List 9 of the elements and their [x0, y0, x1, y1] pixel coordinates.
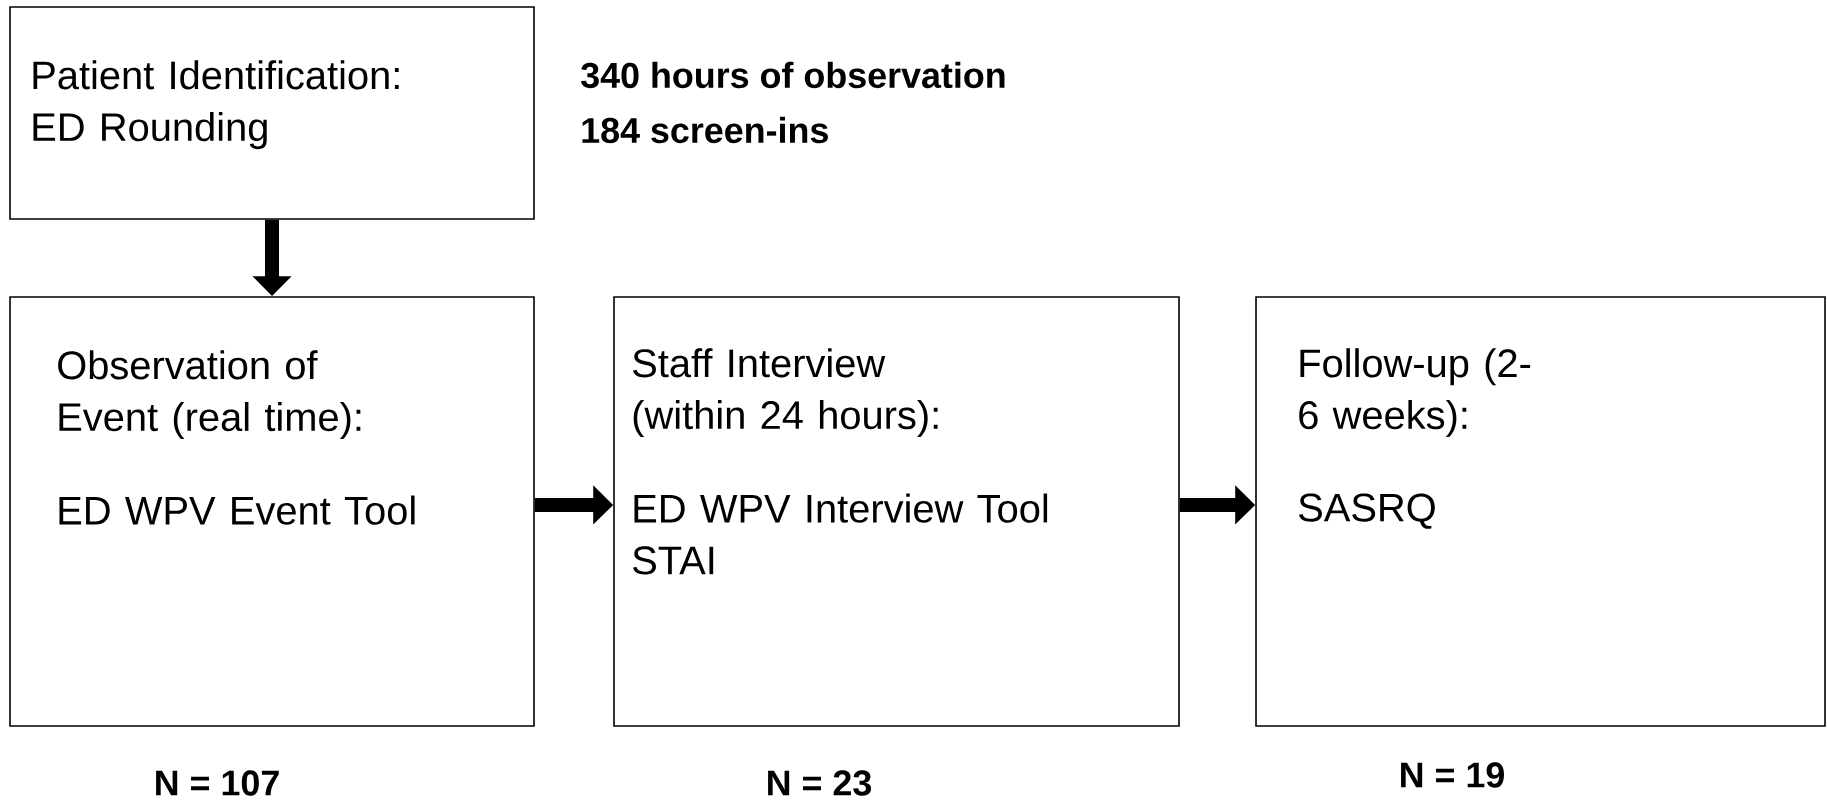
count-label: N = 107 — [156, 770, 279, 796]
process-box: Patient Identification: ED Rounding — [9, 6, 535, 220]
process-box: Observation of Event (real time): ED WPV Event Tool — [9, 296, 535, 727]
count-label: N = 19 — [1401, 762, 1504, 788]
process-box: Follow-up (2-6 weeks): SASRQ — [1255, 296, 1826, 727]
process-box: Staff Interview (within 24 hours): ED WPV Interview Tool STAI — [613, 296, 1180, 727]
note-text: 340 hours of observation — [581, 61, 1005, 89]
note-text: 184 screen-ins — [582, 116, 828, 144]
count-label: N = 23 — [768, 770, 871, 796]
